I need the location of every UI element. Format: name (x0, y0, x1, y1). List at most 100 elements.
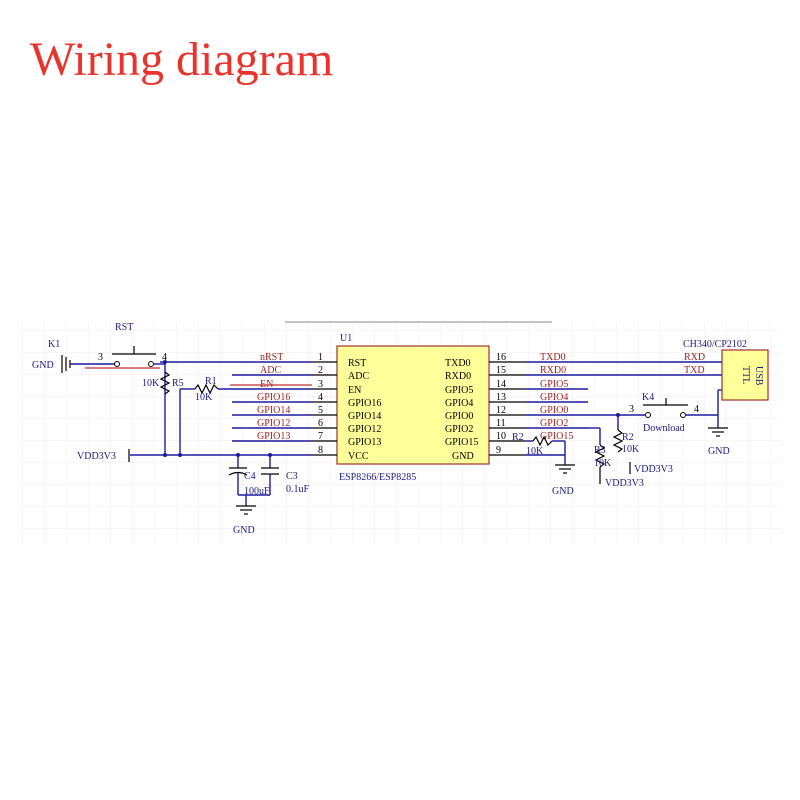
svg-text:RST: RST (348, 358, 366, 369)
svg-text:11: 11 (496, 418, 506, 429)
vcc-junction-2 (178, 453, 182, 457)
usb-label-line2: TTL (740, 366, 751, 384)
svg-text:GPIO12: GPIO12 (257, 418, 290, 429)
svg-text:GPIO2: GPIO2 (540, 418, 568, 429)
svg-text:4: 4 (318, 392, 323, 403)
page-title: Wiring diagram (30, 33, 334, 86)
rst-button-label: RST (115, 322, 133, 333)
r2-pullup-vdd-label: VDD3V3 (634, 464, 673, 475)
svg-text:GPIO16: GPIO16 (257, 392, 290, 403)
r2-pullup-resistor-icon (612, 429, 624, 453)
c3-capacitor-icon (261, 455, 279, 495)
svg-text:GPIO4: GPIO4 (540, 392, 568, 403)
r5-junction (163, 360, 167, 364)
svg-text:GPIO13: GPIO13 (348, 437, 381, 448)
svg-text:GPIO4: GPIO4 (445, 398, 473, 409)
rst-pin4: 4 (162, 352, 167, 363)
svg-text:12: 12 (496, 405, 506, 416)
r2-pullup-label: R2 (622, 432, 634, 443)
download-label: Download (643, 423, 685, 434)
svg-text:GPIO14: GPIO14 (348, 411, 381, 422)
svg-text:16: 16 (496, 352, 506, 363)
k1-ground-icon (61, 355, 115, 373)
u1-ref: U1 (340, 333, 352, 344)
txd-label: TXD (684, 365, 705, 376)
vdd-left-label: VDD3V3 (77, 451, 116, 462)
c4-value: 100uF (244, 486, 270, 497)
c3-junction (268, 453, 272, 457)
svg-text:2: 2 (318, 365, 323, 376)
vcc-junction-1 (163, 453, 167, 457)
esp-module (336, 345, 490, 465)
svg-text:GND: GND (452, 451, 474, 462)
right-ground-icon (708, 415, 728, 437)
r5-value: 10K (142, 378, 160, 389)
svg-text:8: 8 (318, 445, 323, 456)
mid-ground-icon (555, 441, 575, 474)
svg-text:GPIO2: GPIO2 (445, 424, 473, 435)
svg-text:14: 14 (496, 379, 506, 390)
r3-resistor-icon (594, 444, 606, 468)
svg-text:3: 3 (318, 379, 323, 390)
c4-label: C4 (244, 471, 256, 482)
svg-text:GPIO0: GPIO0 (540, 405, 568, 416)
right-wires (525, 361, 722, 456)
svg-text:RXD0: RXD0 (445, 371, 471, 382)
svg-text:6: 6 (318, 418, 323, 429)
svg-text:10: 10 (496, 431, 506, 442)
svg-text:9: 9 (496, 445, 501, 456)
svg-text:GPIO5: GPIO5 (445, 385, 473, 396)
svg-text:GPIO15: GPIO15 (540, 431, 573, 442)
r5-label: R5 (172, 378, 184, 389)
r3-label: R3 (594, 445, 606, 456)
svg-text:15: 15 (496, 365, 506, 376)
r2-pulldown-value: 10K (526, 446, 544, 457)
svg-text:EN: EN (348, 385, 361, 396)
c4-junction (236, 453, 240, 457)
usb-label-line1: USB (753, 366, 764, 386)
r2-pullup-junction (616, 413, 620, 417)
svg-text:TXD0: TXD0 (445, 358, 471, 369)
svg-text:RXD0: RXD0 (540, 365, 566, 376)
svg-text:GPIO0: GPIO0 (445, 411, 473, 422)
svg-text:GPIO16: GPIO16 (348, 398, 381, 409)
svg-text:GPIO13: GPIO13 (257, 431, 290, 442)
svg-text:7: 7 (318, 431, 323, 442)
rxd-label: RXD (684, 352, 705, 363)
svg-text:GPIO5: GPIO5 (540, 379, 568, 390)
r3-value: 10K (594, 458, 612, 469)
k4-label: K4 (642, 392, 654, 403)
c4-capacitor-icon (228, 455, 248, 495)
r2-pulldown-resistor-icon (532, 435, 553, 447)
left-wires (85, 361, 312, 456)
r1-value: 10K (195, 392, 213, 403)
svg-text:ADC: ADC (348, 371, 369, 382)
r5-resistor-icon (159, 371, 171, 395)
c3-value: 0.1uF (286, 484, 310, 495)
r1-resistor-icon (194, 383, 219, 395)
svg-text:nRST: nRST (260, 352, 283, 363)
right-gnd-label: GND (708, 446, 730, 457)
module-part: ESP8266/ESP8285 (339, 472, 416, 483)
svg-text:GPIO14: GPIO14 (257, 405, 290, 416)
c3-label: C3 (286, 471, 298, 482)
k1-gnd-label: GND (32, 360, 54, 371)
svg-text:1: 1 (318, 352, 323, 363)
usb-chip-label: CH340/CP2102 (683, 339, 747, 350)
k4-pin4: 4 (694, 404, 699, 415)
r1-label: R1 (205, 376, 217, 387)
